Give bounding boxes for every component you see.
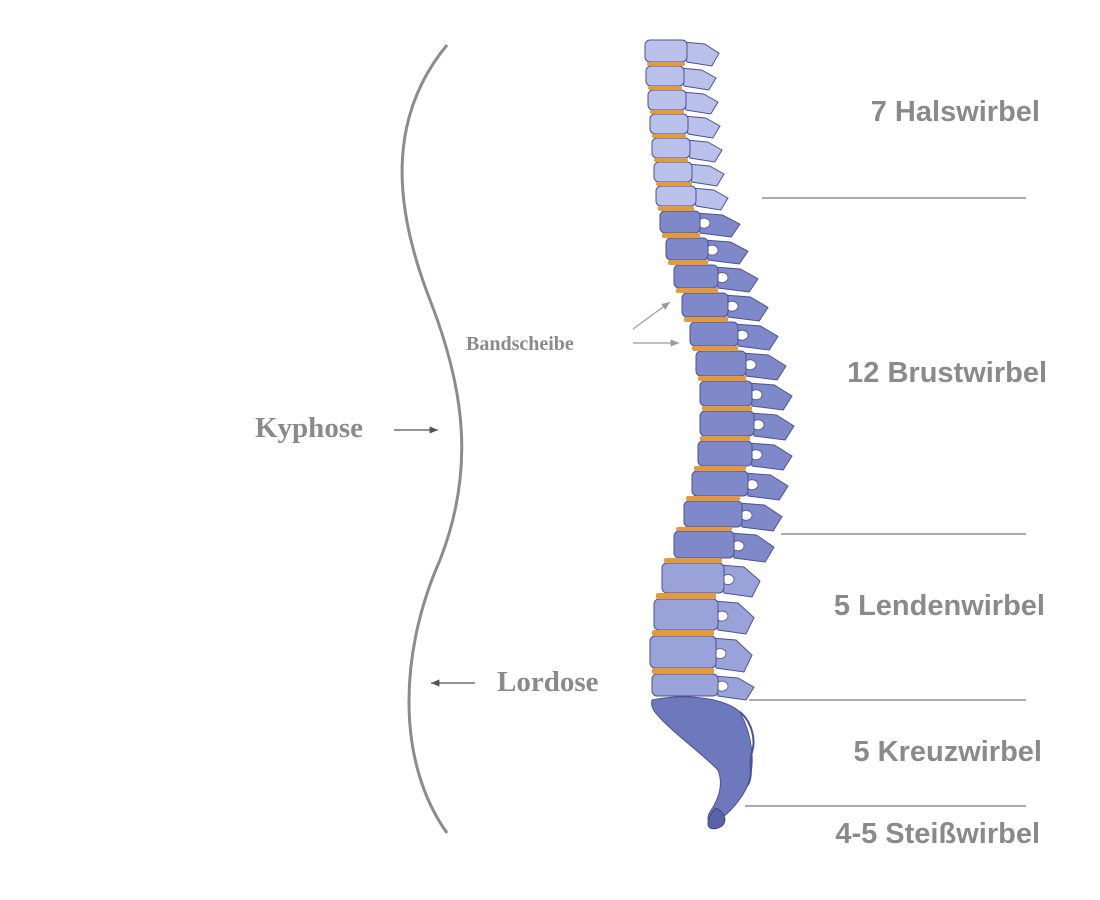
vertebra-lumbar	[649, 635, 717, 669]
vertebra-cervical	[655, 185, 697, 207]
intervertebral-disc	[658, 206, 694, 211]
intervertebral-disc	[650, 110, 684, 114]
vertebra-cervical	[651, 137, 691, 159]
vertebra-cervical	[647, 89, 687, 111]
vertebra-cervical	[649, 113, 689, 135]
vertebra-cervical	[644, 39, 688, 63]
vertebra-thoracic	[699, 380, 753, 407]
spinous-process	[682, 41, 720, 67]
kyphose-label: Kyphose	[255, 412, 363, 444]
intervertebral-disc	[698, 376, 746, 381]
region-label-cervical: 7 Halswirbel	[870, 96, 1040, 128]
intervertebral-disc	[676, 527, 732, 531]
spinous-processes	[679, 41, 795, 701]
region-label-thoracic: 12 Brustwirbel	[847, 357, 1047, 389]
spinous-process	[691, 187, 729, 211]
sacrum	[651, 696, 753, 824]
intervertebral-disc	[700, 436, 750, 441]
intervertebral-discs	[647, 62, 752, 674]
vertebra-cervical	[645, 65, 685, 87]
region-label-lumbar: 5 Lendenwirbel	[833, 590, 1045, 622]
spinous-process	[681, 91, 719, 115]
vertebra-thoracic	[665, 237, 709, 261]
spinous-process	[679, 67, 717, 91]
vertebra-thoracic	[673, 530, 735, 559]
spinous-process	[687, 163, 725, 187]
intervertebral-disc	[647, 62, 685, 66]
region-label-coccygeal: 4-5 Steißwirbel	[835, 818, 1040, 850]
vertebra-thoracic	[691, 470, 749, 497]
intervertebral-disc	[684, 317, 728, 322]
intervertebral-disc	[648, 86, 682, 90]
lordose-label: Lordose	[497, 666, 599, 698]
intervertebral-disc	[652, 134, 686, 138]
vertebra-thoracic	[673, 264, 719, 289]
vertebra-lumbar	[661, 562, 725, 594]
intervertebral-disc	[692, 346, 738, 351]
intervertebral-disc	[656, 593, 716, 599]
vertebra-cervical	[653, 161, 693, 183]
intervertebral-disc	[656, 182, 692, 186]
vertebra-thoracic	[683, 500, 743, 528]
vertebra-lumbar	[653, 598, 719, 631]
intervertebral-disc	[676, 288, 718, 293]
bandscheibe-label: Bandscheibe	[466, 333, 574, 355]
intervertebral-disc	[694, 466, 746, 471]
intervertebral-disc	[702, 406, 752, 411]
vertebra-thoracic	[681, 292, 729, 318]
vertebra-thoracic	[695, 350, 747, 377]
vertebra-thoracic	[699, 410, 755, 437]
sacrum-ridge	[739, 711, 755, 786]
intervertebral-disc	[662, 233, 700, 238]
spine-curvature-line	[400, 44, 464, 834]
intervertebral-disc	[686, 496, 740, 501]
bandscheibe-arrow-upper	[632, 301, 671, 330]
intervertebral-disc	[654, 158, 688, 162]
spinous-process	[683, 115, 721, 139]
coccyx	[707, 807, 726, 830]
vertebra-thoracic	[659, 210, 701, 234]
intervertebral-disc	[652, 668, 714, 674]
intervertebral-disc	[652, 630, 714, 636]
vertebra-lumbar	[651, 673, 719, 697]
vertebra-thoracic	[689, 321, 739, 347]
intervertebral-disc	[664, 558, 722, 563]
intervertebral-disc	[668, 260, 708, 265]
spinous-process	[685, 139, 723, 163]
region-label-sacral: 5 Kreuzwirbel	[853, 736, 1042, 768]
vertebra-thoracic	[697, 440, 753, 467]
